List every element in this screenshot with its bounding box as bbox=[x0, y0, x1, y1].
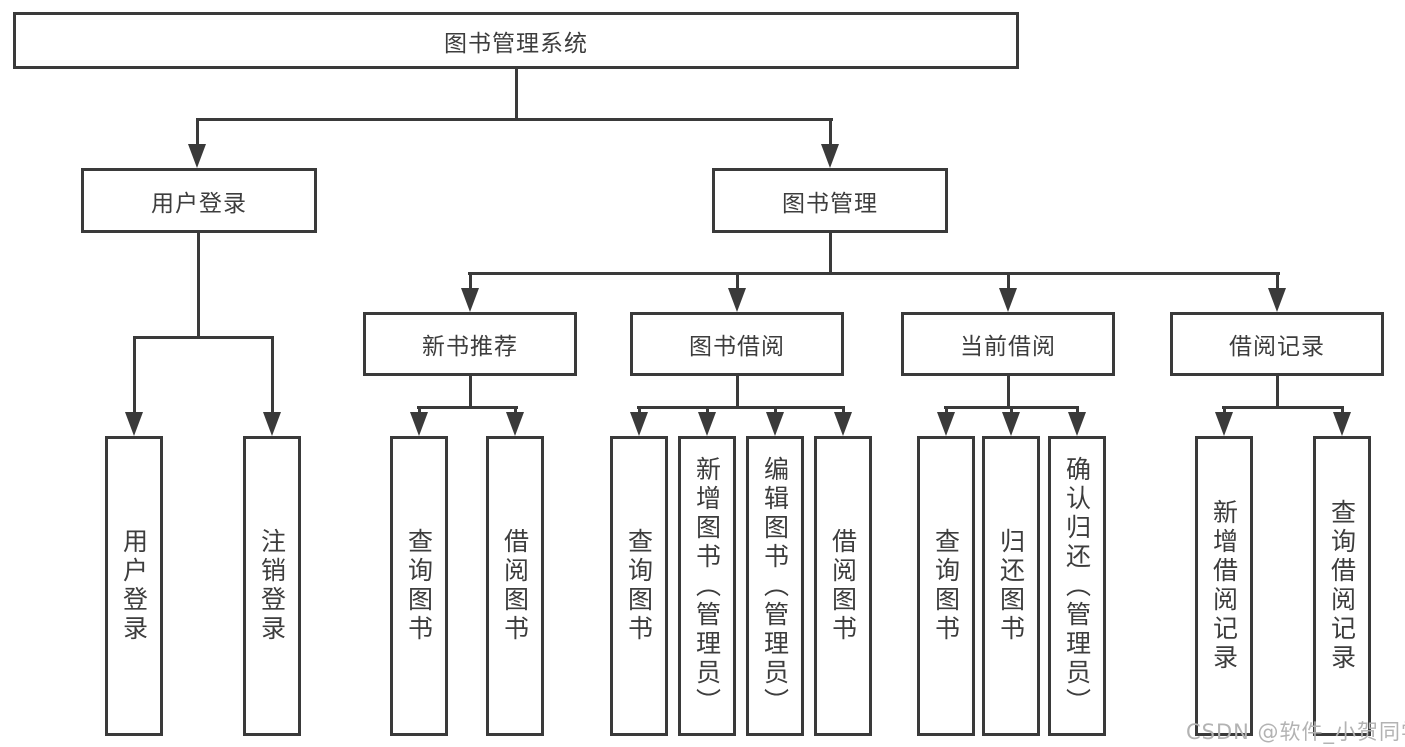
connector-stub bbox=[736, 272, 739, 290]
arrow-down-icon bbox=[506, 412, 524, 436]
leaf-add-book-admin-label: 新增图书（管理员） bbox=[692, 455, 722, 717]
arrow-down-icon bbox=[188, 144, 206, 168]
arrow-down-icon bbox=[766, 412, 784, 436]
connector-user-login-rail bbox=[133, 336, 274, 339]
arrow-down-icon bbox=[999, 288, 1017, 312]
node-borrow-records-label: 借阅记录 bbox=[1229, 334, 1325, 360]
arrow-down-icon bbox=[125, 412, 143, 436]
node-new-book-recommend: 新书推荐 bbox=[363, 312, 577, 376]
node-borrow-records: 借阅记录 bbox=[1170, 312, 1384, 376]
leaf-query-books-recommend: 查询图书 bbox=[390, 436, 448, 736]
connector-stub bbox=[1010, 406, 1013, 416]
connector-stub bbox=[706, 406, 709, 416]
connector-stub bbox=[774, 406, 777, 416]
leaf-query-borrow-record-label: 查询借阅记录 bbox=[1327, 499, 1357, 673]
connector-stub bbox=[842, 406, 845, 416]
arrow-down-icon bbox=[1068, 412, 1086, 436]
leaf-query-books-borrow: 查询图书 bbox=[610, 436, 668, 736]
arrow-down-icon bbox=[834, 412, 852, 436]
connector-root-drop bbox=[515, 69, 518, 121]
node-root: 图书管理系统 bbox=[13, 12, 1019, 69]
connector-drop bbox=[469, 376, 472, 408]
leaf-borrow-books: 借阅图书 bbox=[814, 436, 872, 736]
leaf-user-login-label: 用户登录 bbox=[119, 528, 149, 644]
leaf-edit-book-admin-label: 编辑图书（管理员） bbox=[760, 455, 790, 717]
node-new-book-recommend-label: 新书推荐 bbox=[422, 334, 518, 360]
leaf-confirm-return-admin-label: 确认归还（管理员） bbox=[1062, 455, 1092, 717]
connector-stub bbox=[418, 406, 421, 416]
arrow-down-icon bbox=[410, 412, 428, 436]
connector-stub bbox=[514, 406, 517, 416]
leaf-user-login: 用户登录 bbox=[105, 436, 163, 736]
leaf-query-borrow-record: 查询借阅记录 bbox=[1313, 436, 1371, 736]
connector-drop bbox=[1007, 376, 1010, 408]
connector-rail bbox=[1222, 406, 1344, 409]
leaf-query-books-current-label: 查询图书 bbox=[931, 528, 961, 644]
arrow-down-icon bbox=[263, 412, 281, 436]
node-book-borrow-label: 图书借阅 bbox=[689, 334, 785, 360]
arrow-down-icon bbox=[1268, 288, 1286, 312]
connector-stub bbox=[1341, 406, 1344, 416]
connector-stub bbox=[1076, 406, 1079, 416]
arrow-down-icon bbox=[1215, 412, 1233, 436]
connector-stub bbox=[945, 406, 948, 416]
arrow-down-icon bbox=[698, 412, 716, 436]
node-book-mgmt-label: 图书管理 bbox=[782, 190, 878, 217]
connector-level2-rail bbox=[196, 118, 833, 121]
arrow-down-icon bbox=[1002, 412, 1020, 436]
leaf-return-book-label: 归还图书 bbox=[996, 528, 1026, 644]
arrow-down-icon bbox=[821, 144, 839, 168]
connector-to-book-mgmt bbox=[829, 118, 832, 146]
connector-to-user-login bbox=[196, 118, 199, 146]
node-current-borrow: 当前借阅 bbox=[901, 312, 1115, 376]
leaf-confirm-return-admin: 确认归还（管理员） bbox=[1048, 436, 1106, 736]
arrow-down-icon bbox=[1333, 412, 1351, 436]
connector-stub bbox=[638, 406, 641, 416]
connector-rail bbox=[417, 406, 518, 409]
connector-book-mgmt-drop bbox=[829, 233, 832, 275]
leaf-return-book: 归还图书 bbox=[982, 436, 1040, 736]
leaf-logout-label: 注销登录 bbox=[257, 528, 287, 644]
connector-stub bbox=[271, 336, 274, 414]
leaf-query-books-borrow-label: 查询图书 bbox=[624, 528, 654, 644]
node-root-label: 图书管理系统 bbox=[444, 30, 588, 57]
leaf-borrow-books-recommend-label: 借阅图书 bbox=[500, 528, 530, 644]
node-current-borrow-label: 当前借阅 bbox=[960, 334, 1056, 360]
connector-user-login-drop bbox=[197, 233, 200, 338]
leaf-add-borrow-record-label: 新增借阅记录 bbox=[1209, 499, 1239, 673]
leaf-borrow-books-recommend: 借阅图书 bbox=[486, 436, 544, 736]
arrow-down-icon bbox=[630, 412, 648, 436]
connector-drop bbox=[1276, 376, 1279, 408]
csdn-watermark: CSDN @软件_小贺同学 bbox=[1186, 720, 1405, 744]
connector-stub bbox=[1223, 406, 1226, 416]
connector-stub bbox=[133, 336, 136, 414]
arrow-down-icon bbox=[728, 288, 746, 312]
connector-level3-rail bbox=[468, 272, 1280, 275]
connector-stub bbox=[469, 272, 472, 290]
leaf-logout: 注销登录 bbox=[243, 436, 301, 736]
leaf-add-book-admin: 新增图书（管理员） bbox=[678, 436, 736, 736]
leaf-borrow-books-label: 借阅图书 bbox=[828, 528, 858, 644]
node-user-login: 用户登录 bbox=[81, 168, 317, 233]
node-book-borrow: 图书借阅 bbox=[630, 312, 844, 376]
connector-stub bbox=[1276, 272, 1279, 290]
leaf-add-borrow-record: 新增借阅记录 bbox=[1195, 436, 1253, 736]
arrow-down-icon bbox=[937, 412, 955, 436]
node-book-mgmt: 图书管理 bbox=[712, 168, 948, 233]
connector-stub bbox=[1007, 272, 1010, 290]
connector-drop bbox=[736, 376, 739, 408]
leaf-query-books-recommend-label: 查询图书 bbox=[404, 528, 434, 644]
leaf-edit-book-admin: 编辑图书（管理员） bbox=[746, 436, 804, 736]
arrow-down-icon bbox=[461, 288, 479, 312]
node-user-login-label: 用户登录 bbox=[151, 190, 247, 217]
leaf-query-books-current: 查询图书 bbox=[917, 436, 975, 736]
connector-rail bbox=[637, 406, 845, 409]
